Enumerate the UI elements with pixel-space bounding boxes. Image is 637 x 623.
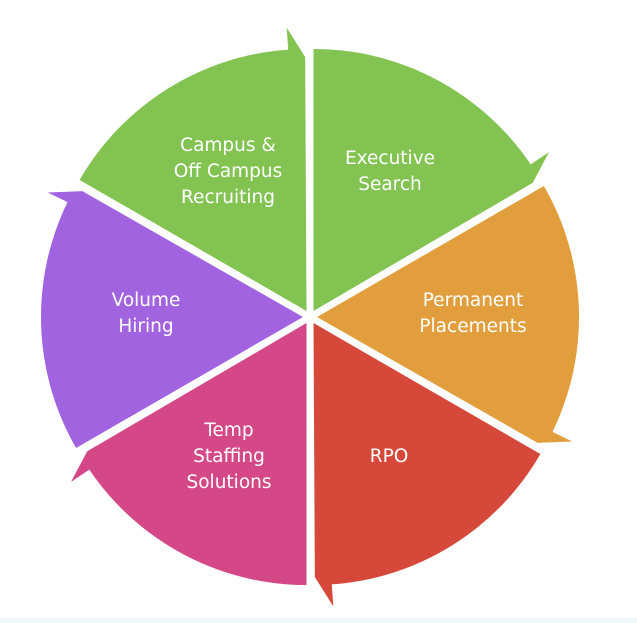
label-line: RPO (369, 446, 409, 467)
label-line: Staffing (193, 446, 265, 467)
segment-executive-search (313, 48, 549, 311)
label-line: Solutions (186, 472, 272, 493)
segment-label-rpo: RPO (370, 444, 409, 470)
segment-rpo (313, 323, 541, 607)
label-line: Permanent (422, 290, 524, 311)
label-line: Hiring (118, 316, 174, 337)
segment-label-temp-staffing: Temp Staffing Solutions (186, 418, 271, 496)
segment-temp-staffing (71, 323, 307, 586)
bottom-strip (0, 618, 637, 623)
segment-permanent-placements (317, 186, 579, 443)
segment-label-permanent-placements: Permanent Placements (419, 288, 526, 340)
label-line: Off Campus (173, 161, 283, 182)
segment-campus (79, 27, 307, 311)
label-line: Search (358, 174, 422, 195)
label-line: Placements (419, 316, 527, 337)
label-line: Campus & (180, 135, 276, 156)
label-line: Volume (111, 290, 181, 311)
label-line: Temp (204, 420, 254, 441)
label-line: Executive (344, 148, 436, 169)
segment-label-volume-hiring: Volume Hiring (112, 288, 181, 340)
segment-volume-hiring (41, 191, 304, 448)
segment-label-campus-recruiting: Campus & Off Campus Recruiting (174, 133, 283, 211)
label-line: Recruiting (181, 187, 275, 208)
segment-label-executive-search: Executive Search (345, 146, 435, 198)
